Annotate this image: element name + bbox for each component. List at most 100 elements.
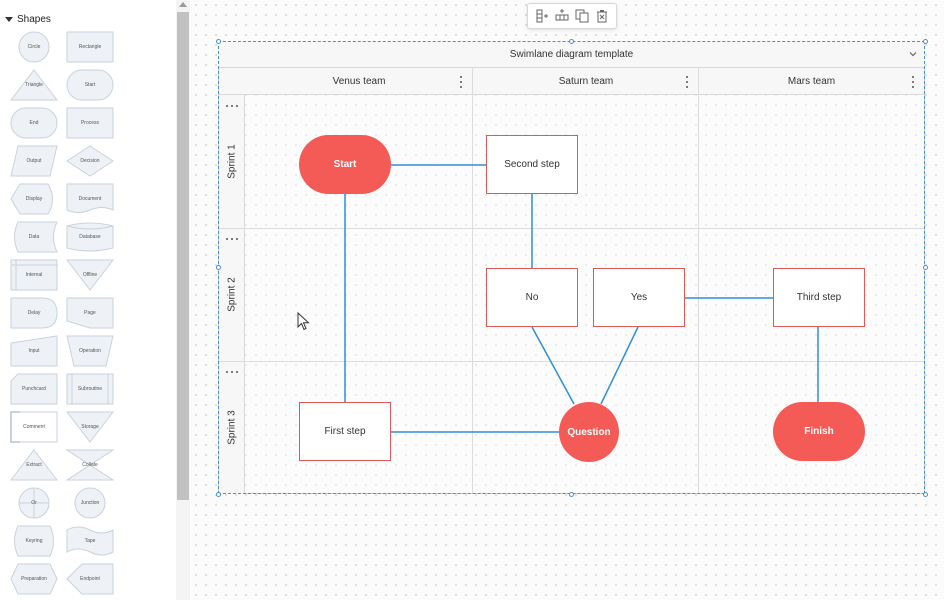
node-label: Question (567, 426, 611, 438)
node-first-step[interactable]: First step (299, 402, 391, 461)
add-column-button[interactable] (533, 7, 551, 25)
shape-tile-label: Page (84, 310, 96, 316)
shape-tile-label: Extract (26, 462, 42, 468)
shape-tile-keyring[interactable]: Keyring (10, 525, 58, 557)
column-header-mars[interactable]: Mars team (699, 68, 924, 95)
mouse-cursor-icon (297, 312, 310, 331)
shape-tile-label: Preparation (21, 576, 47, 582)
shape-tile-label: Data (28, 234, 40, 240)
shape-tile-label: Delay (27, 310, 41, 316)
node-start[interactable]: Start (299, 135, 391, 194)
shape-tile-display[interactable]: Display (10, 183, 58, 215)
shape-tile-label: Offline (82, 272, 98, 278)
trash-icon (597, 10, 607, 23)
resize-handle-top-left[interactable] (216, 39, 221, 44)
duplicate-button[interactable] (573, 7, 591, 25)
row-menu-icon[interactable] (226, 370, 238, 374)
shape-tile-extract[interactable]: Extract (10, 449, 58, 481)
resize-handle-left[interactable] (216, 265, 221, 270)
shape-tile-preparation[interactable]: Preparation (10, 563, 58, 595)
shape-tile-database[interactable]: Database (66, 221, 114, 253)
swimlane-title[interactable]: Swimlane diagram template (218, 41, 925, 68)
shape-tile-label: Decision (80, 158, 100, 164)
column-header-saturn[interactable]: Saturn team (473, 68, 699, 95)
column-header-venus[interactable]: Venus team (245, 68, 473, 95)
shape-tile-label: Internal (25, 272, 43, 278)
shape-tile-label: Junction (80, 500, 100, 506)
shape-tile-rectangle[interactable]: Rectangle (66, 31, 114, 63)
resize-handle-bottom-left[interactable] (216, 492, 221, 497)
shape-tile-punchcard[interactable]: Punchcard (10, 373, 58, 405)
shape-tile-circle[interactable]: Circle (10, 31, 58, 63)
resize-handle-top-right[interactable] (923, 39, 928, 44)
node-no[interactable]: No (486, 268, 578, 327)
shape-tile-subroutine[interactable]: Subroutine (66, 373, 114, 405)
shape-tile-label: Tape (84, 538, 96, 544)
column-label: Saturn team (558, 75, 614, 87)
shape-tile-output[interactable]: Output (10, 145, 58, 177)
shape-tile-delay[interactable]: Delay (10, 297, 58, 329)
shape-tile-end[interactable]: End (10, 107, 58, 139)
collapse-triangle-icon[interactable] (5, 16, 13, 22)
delete-button[interactable] (593, 7, 611, 25)
shape-tile-operation[interactable]: Operation (66, 335, 114, 367)
shape-tile-storage[interactable]: Storage (66, 411, 114, 443)
column-menu-icon[interactable] (685, 76, 689, 88)
column-divider (698, 68, 699, 494)
corner-cell (219, 68, 245, 95)
resize-handle-right[interactable] (923, 265, 928, 270)
shape-tile-process[interactable]: Process (66, 107, 114, 139)
scrollbar-thumb[interactable] (177, 12, 189, 500)
node-finish[interactable]: Finish (773, 402, 865, 461)
column-menu-icon[interactable] (911, 76, 915, 88)
shape-tile-label: Endpoint (80, 576, 100, 582)
shape-tile-page[interactable]: Page (66, 297, 114, 329)
node-third-step[interactable]: Third step (773, 268, 865, 327)
node-question[interactable]: Question (559, 402, 619, 462)
shape-tile-comment[interactable]: Comment (10, 411, 58, 443)
sidebar-scrollbar[interactable] (176, 0, 190, 600)
shape-tile-tape[interactable]: Tape (66, 525, 114, 557)
connector-yes-question[interactable] (600, 326, 639, 405)
shape-tile-input[interactable]: Input (10, 335, 58, 367)
shape-tile-junction[interactable]: Junction (66, 487, 114, 519)
chevron-down-icon[interactable] (908, 49, 918, 59)
shape-tile-internal[interactable]: Internal (10, 259, 58, 291)
shape-tile-triangle[interactable]: Triangle (10, 69, 58, 101)
shape-tile-offline[interactable]: Offline (66, 259, 114, 291)
add-row-button[interactable] (553, 7, 571, 25)
node-label: First step (324, 426, 366, 437)
column-menu-icon[interactable] (459, 76, 463, 88)
shape-tile-label: Triangle (25, 82, 43, 88)
shape-tile-label: Display (25, 196, 43, 202)
connector-no-question[interactable] (531, 326, 575, 405)
shape-tile-or[interactable]: Or (10, 487, 58, 519)
row-menu-icon[interactable] (226, 237, 238, 241)
shape-tile-label: Start (84, 82, 96, 88)
shape-tile-data[interactable]: Data (10, 221, 58, 253)
shape-tile-start[interactable]: Start (66, 69, 114, 101)
node-label: Second step (504, 159, 560, 170)
shape-tile-document[interactable]: Document (66, 183, 114, 215)
shape-tile-endpoint[interactable]: Endpoint (66, 563, 114, 595)
shape-tile-label: Collate (82, 462, 98, 468)
shape-tile-label: Database (79, 234, 101, 240)
resize-handle-bottom[interactable] (569, 492, 574, 497)
shape-tile-decision[interactable]: Decision (66, 145, 114, 177)
node-label: Finish (804, 426, 834, 437)
resize-handle-top[interactable] (569, 39, 574, 44)
shapes-section-header[interactable]: Shapes (5, 12, 51, 26)
scroll-up-arrow-icon[interactable] (179, 2, 187, 7)
shape-tile-label: Or (31, 500, 37, 506)
node-yes[interactable]: Yes (593, 268, 685, 327)
row-divider (219, 228, 924, 229)
row-menu-icon[interactable] (226, 104, 238, 108)
resize-handle-bottom-right[interactable] (923, 492, 928, 497)
shape-tile-collate[interactable]: Collate (66, 449, 114, 481)
node-second-step[interactable]: Second step (486, 135, 578, 194)
shape-tile-label: Storage (81, 424, 99, 430)
column-divider (472, 68, 473, 494)
shape-tile-label: Rectangle (78, 44, 102, 50)
